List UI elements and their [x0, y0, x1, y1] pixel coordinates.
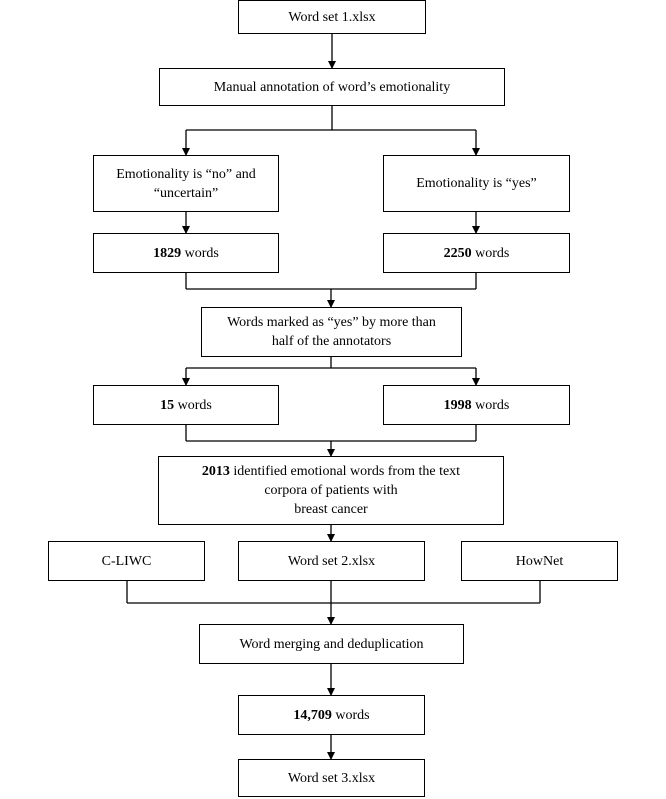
node-identified-emotional-line1: identified emotional words from the text — [229, 464, 461, 479]
node-hownet: HowNet — [461, 541, 618, 581]
node-words-14709-number: 14,709 — [293, 707, 332, 723]
node-emotionality-yes: Emotionality is “yes” — [383, 155, 570, 212]
node-word-set-1-label: Word set 1.xlsx — [288, 9, 376, 25]
node-emotionality-yes-label: Emotionality is “yes” — [416, 176, 537, 191]
node-words-1998-suffix: words — [471, 397, 510, 413]
node-words-2250: 2250 words — [383, 233, 570, 273]
node-words-marked-yes-line2: half of the annotators — [271, 334, 392, 349]
node-words-1829: 1829 words — [93, 233, 279, 273]
node-identified-emotional-line2: corpora of patients with — [264, 483, 398, 498]
node-words-15-suffix: words — [174, 397, 212, 413]
node-identified-emotional-number: 2013 — [201, 464, 230, 479]
node-words-14709-suffix: words — [331, 707, 370, 723]
node-c-liwc: C-LIWC — [48, 541, 205, 581]
node-words-15-number: 15 — [160, 397, 175, 413]
node-emotionality-no-line2: “uncertain” — [153, 185, 219, 201]
node-word-set-3-label: Word set 3.xlsx — [287, 770, 376, 786]
node-words-1998-number: 1998 — [443, 397, 472, 413]
node-words-1829-suffix: words — [181, 245, 219, 261]
node-manual-annotation-label: Manual annotation of word’s emotionality — [213, 79, 451, 95]
node-word-set-1: Word set 1.xlsx — [238, 0, 426, 34]
node-words-marked-yes: Words marked as “yes” by more than half … — [201, 307, 462, 357]
node-emotionality-no-line1: Emotionality is “no” and — [116, 166, 256, 182]
node-words-1998: 1998 words — [383, 385, 570, 425]
node-identified-emotional-words: 2013 identified emotional words from the… — [158, 456, 504, 525]
node-words-14709: 14,709 words — [238, 695, 425, 735]
node-word-merging-label: Word merging and deduplication — [239, 636, 424, 652]
node-word-set-3: Word set 3.xlsx — [238, 759, 425, 797]
node-c-liwc-label: C-LIWC — [101, 553, 152, 569]
node-words-marked-yes-line1: Words marked as “yes” by more than — [227, 315, 436, 330]
node-words-15: 15 words — [93, 385, 279, 425]
node-identified-emotional-line3: breast cancer — [294, 502, 368, 517]
node-words-1829-number: 1829 — [153, 245, 182, 261]
node-word-set-2: Word set 2.xlsx — [238, 541, 425, 581]
node-words-2250-suffix: words — [471, 245, 510, 261]
node-hownet-label: HowNet — [515, 553, 564, 569]
node-word-set-2-label: Word set 2.xlsx — [287, 553, 376, 569]
node-emotionality-no: Emotionality is “no” and “uncertain” — [93, 155, 279, 212]
node-words-2250-number: 2250 — [443, 245, 472, 261]
node-manual-annotation: Manual annotation of word’s emotionality — [159, 68, 505, 106]
node-word-merging: Word merging and deduplication — [199, 624, 464, 664]
